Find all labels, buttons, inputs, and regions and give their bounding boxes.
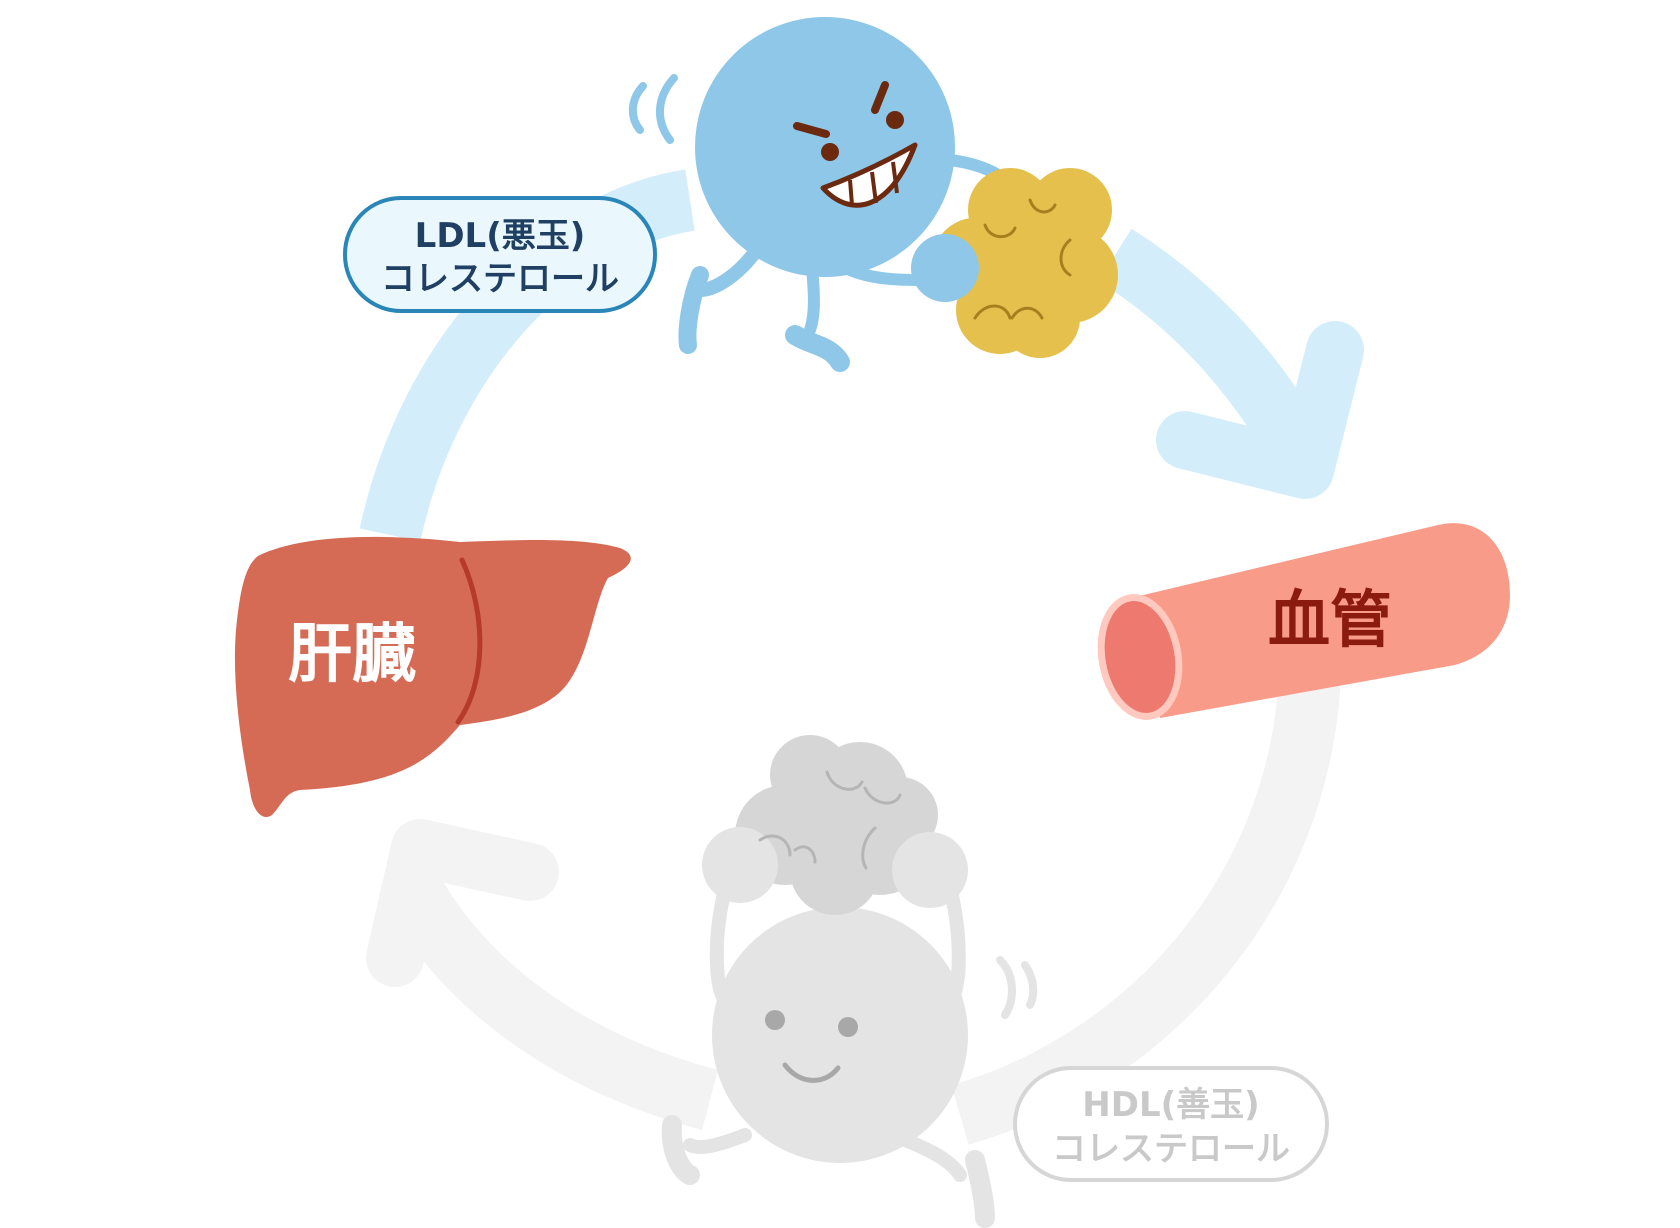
ldl-label-line1: LDL(悪玉) xyxy=(415,216,586,256)
hdl-flow-arc-left xyxy=(388,878,719,1130)
hdl-label: HDL(善玉) コレステロール xyxy=(1013,1066,1329,1182)
ldl-label: LDL(悪玉) コレステロール xyxy=(343,196,657,313)
hdl-character-icon xyxy=(661,873,1038,1228)
liver-icon: 肝臓 xyxy=(234,536,631,818)
ldl-label-line2: コレステロール xyxy=(381,259,619,299)
vessel-label: 血管 xyxy=(1268,583,1392,656)
ldl-arrow-head xyxy=(1156,321,1364,499)
cholesterol-clump-icon xyxy=(702,735,968,915)
blood-vessel-icon: 血管 xyxy=(1097,523,1510,720)
liver-label: 肝臓 xyxy=(288,618,416,692)
hdl-label-line1: HDL(善玉) xyxy=(1082,1085,1259,1125)
ldl-flow-arc-right xyxy=(1098,228,1317,452)
hdl-label-line2: コレステロール xyxy=(1052,1129,1290,1169)
fat-clump-icon xyxy=(911,168,1118,358)
hdl-flow-arc xyxy=(951,673,1341,1145)
hdl-arrow-head xyxy=(366,819,559,987)
